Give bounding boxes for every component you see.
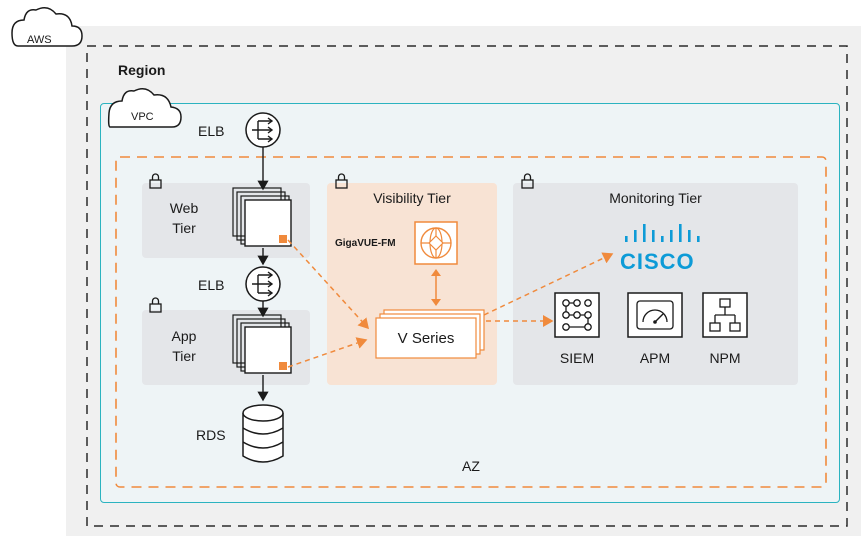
app-tier-line2: Tier	[172, 348, 196, 364]
monitoring-tier-title: Monitoring Tier	[609, 190, 702, 206]
monitoring-tier-panel	[513, 183, 798, 385]
cisco-logo-text: CISCO	[620, 249, 695, 274]
web-tier-line1: Web	[169, 200, 199, 216]
elb-top-icon	[245, 112, 281, 148]
elb-top-label: ELB	[198, 123, 225, 139]
web-tier-label: Web Tier	[160, 198, 208, 238]
lock-icon-monitoring	[521, 173, 534, 189]
v-series-box: V Series	[376, 318, 476, 358]
az-dashed-border	[115, 156, 827, 488]
npm-icon	[702, 292, 748, 338]
lock-icon-web	[149, 173, 162, 189]
app-tier-label: App Tier	[160, 326, 208, 366]
web-tier-line2: Tier	[172, 220, 196, 236]
aws-cloud-icon	[11, 7, 83, 47]
elb-mid-label: ELB	[198, 277, 225, 293]
gigavue-fm-label: GigaVUE-FM	[335, 238, 396, 249]
siem-label: SIEM	[559, 350, 595, 366]
aws-label: AWS	[27, 34, 52, 46]
visibility-tier-title: Visibility Tier	[373, 190, 451, 206]
cisco-logo-bars	[625, 224, 700, 242]
vpc-label: VPC	[131, 111, 154, 123]
rds-database-icon	[242, 404, 284, 463]
apm-label: APM	[639, 350, 671, 366]
region-dashed-border	[86, 45, 848, 527]
apm-icon	[627, 292, 683, 338]
vpc-cloud-icon	[107, 88, 182, 128]
app-instance-stack	[232, 314, 292, 374]
siem-icon	[554, 292, 600, 338]
web-instance-stack	[232, 187, 292, 247]
lock-icon-app	[149, 297, 162, 313]
region-label: Region	[118, 62, 166, 78]
app-tier-line1: App	[171, 328, 197, 344]
npm-label: NPM	[709, 350, 741, 366]
rds-label: RDS	[196, 427, 226, 443]
v-series-label: V Series	[397, 329, 455, 347]
lock-icon-visibility	[335, 173, 348, 189]
az-label: AZ	[462, 458, 480, 474]
gigavue-fm-icon	[414, 221, 458, 265]
elb-mid-icon	[245, 266, 281, 302]
